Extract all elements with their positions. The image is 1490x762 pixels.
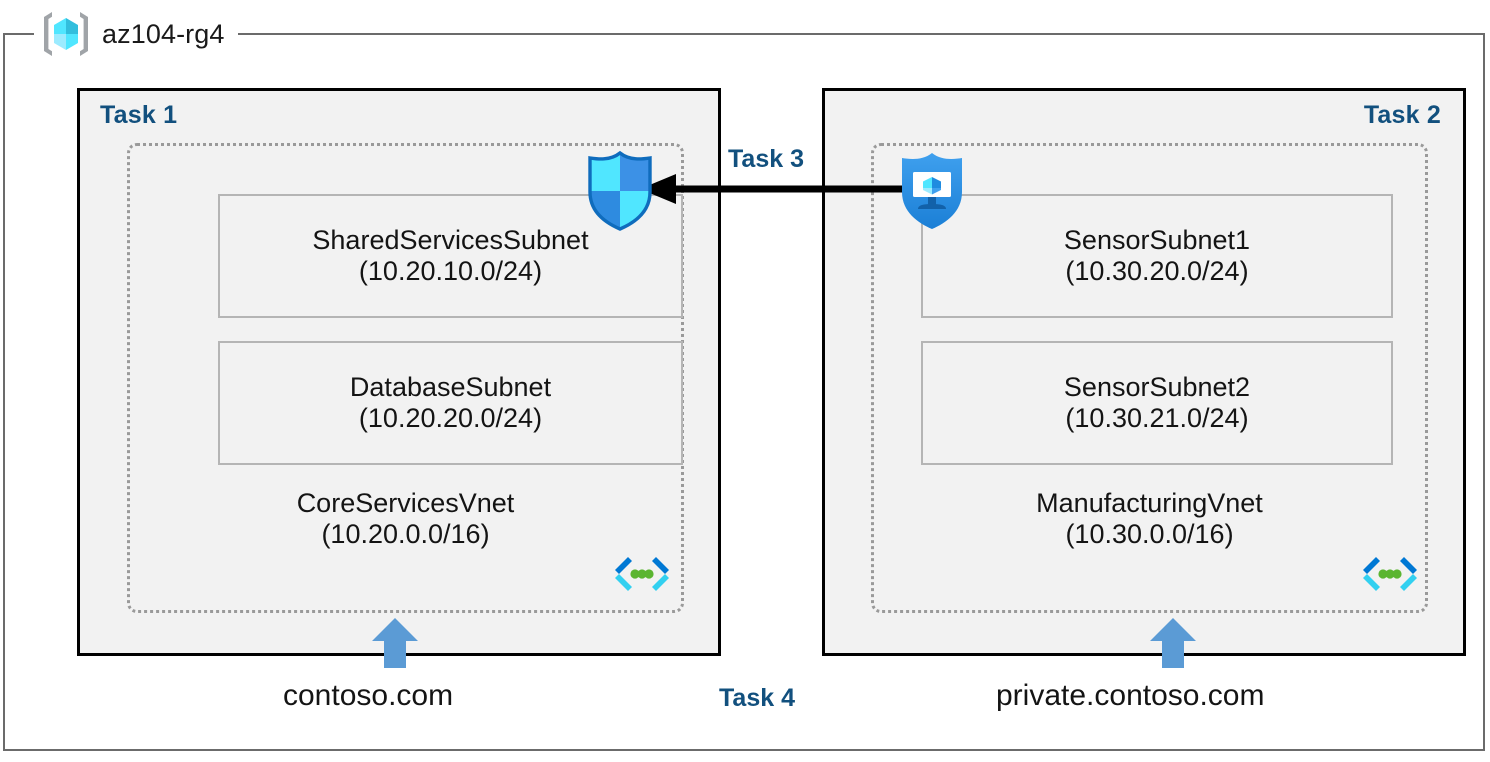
bastion-shield-monitor-icon (896, 150, 968, 232)
azure-resource-group-cube-icon (40, 8, 92, 60)
subnet-sharedservicessubnet: SharedServicesSubnet (10.20.10.0/24) (218, 194, 683, 318)
subnet-name: SensorSubnet2 (1063, 371, 1251, 402)
subnet-cidr: (10.20.20.0/24) (358, 403, 543, 433)
vnet-name: CoreServicesVnet (296, 488, 515, 518)
vnet-caption-left: CoreServicesVnet (10.20.0.0/16) (130, 488, 681, 551)
task-2-label: Task 2 (1363, 101, 1441, 129)
vnet-cidr: (10.30.0.0/16) (1065, 519, 1234, 550)
vnet-container-manufacturingvnet: SensorSubnet1 (10.30.20.0/24) SensorSubn… (871, 143, 1428, 613)
blue-up-arrow-icon-right (1150, 618, 1196, 668)
subnet-name: SharedServicesSubnet (312, 224, 589, 255)
dns-zone-label-left: contoso.com (283, 679, 454, 712)
subnet-cidr: (10.30.20.0/24) (1065, 256, 1249, 286)
firewall-shield-icon (584, 150, 656, 232)
task-1-label: Task 1 (100, 101, 178, 129)
blue-up-arrow-icon-left (372, 618, 418, 668)
resource-group-frame (3, 33, 1485, 751)
subnet-databasesubnet: DatabaseSubnet (10.20.20.0/24) (218, 341, 683, 465)
subnet-name: SensorSubnet1 (1063, 224, 1251, 255)
subnet-cidr: (10.20.10.0/24) (358, 256, 543, 286)
resource-group-title: az104-rg4 (34, 8, 239, 60)
task-3-label: Task 3 (722, 145, 810, 174)
subnet-cidr: (10.30.21.0/24) (1065, 403, 1249, 433)
task3-connection-arrow (640, 174, 912, 204)
subnet-sensorsubnet2: SensorSubnet2 (10.30.21.0/24) (921, 341, 1393, 465)
azure-virtual-network-icon (610, 553, 674, 599)
vnet-cidr: (10.20.0.0/16) (321, 519, 490, 550)
vnet-name: ManufacturingVnet (1036, 488, 1263, 518)
dns-zone-label-right: private.contoso.com (996, 679, 1265, 712)
subnet-name: DatabaseSubnet (349, 371, 552, 402)
vnet-container-coreservicesvnet: SharedServicesSubnet (10.20.10.0/24) Dat… (127, 143, 684, 613)
subnet-sensorsubnet1: SensorSubnet1 (10.30.20.0/24) (921, 194, 1393, 318)
task-4-label: Task 4 (719, 684, 795, 712)
azure-virtual-network-icon (1358, 553, 1422, 599)
resource-group-name: az104-rg4 (102, 18, 225, 49)
vnet-caption-right: ManufacturingVnet (10.30.0.0/16) (874, 488, 1425, 551)
